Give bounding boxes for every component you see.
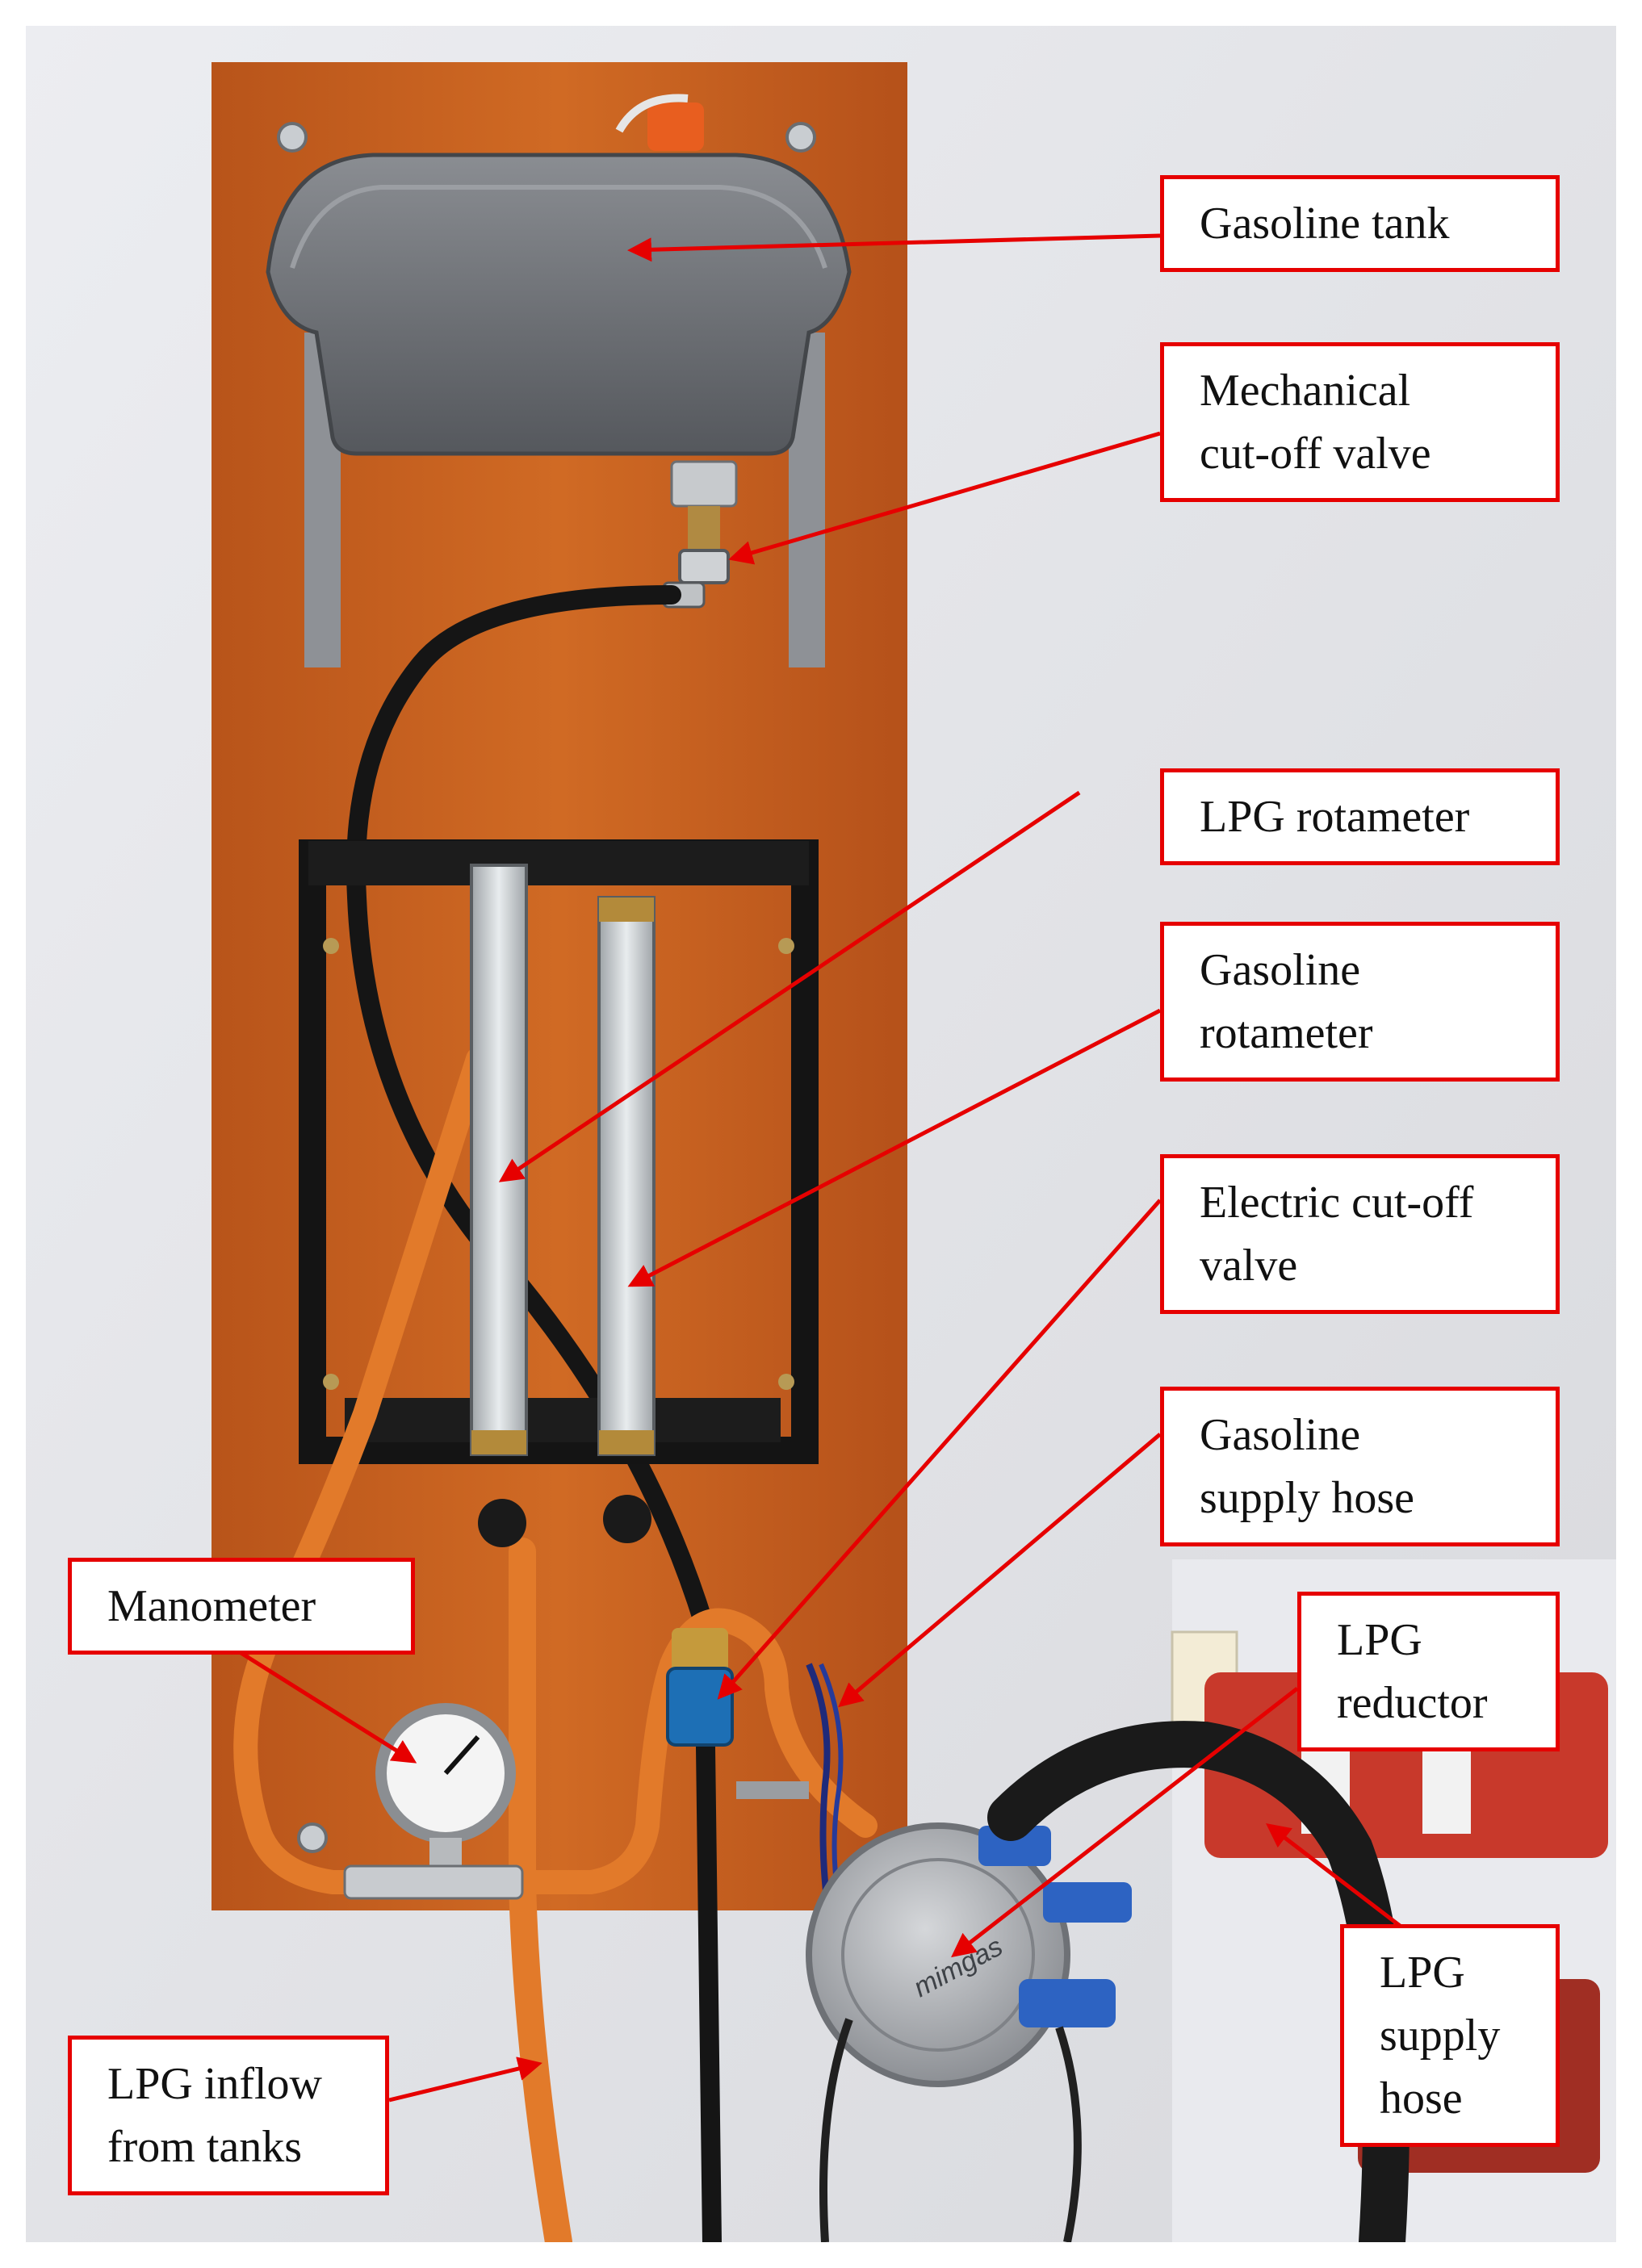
reductor-wire — [1055, 2026, 1082, 2242]
arrow-gasoline-tank — [627, 233, 1161, 262]
callout-text-line: hose — [1380, 2073, 1463, 2124]
lpg-rotameter-base — [471, 1430, 526, 1454]
callout-text: LPG rotameter — [1200, 792, 1470, 842]
callout-text-line: supply hose — [1200, 1473, 1414, 1523]
gasoline-rotameter-cap — [599, 898, 654, 922]
callout-text-line: rotameter — [1200, 1008, 1373, 1058]
frame-screw — [323, 938, 339, 954]
callout-text-line: LPG inflow — [107, 2059, 322, 2109]
mechanical-valve-body — [678, 549, 730, 584]
callout-lpg-reductor: LPG reductor — [1297, 1592, 1560, 1751]
arrow-gasoline-rotameter — [627, 1008, 1162, 1287]
lpg-hose-loop — [233, 1047, 878, 1894]
callout-text-line: LPG — [1380, 1948, 1465, 1998]
frame-screw — [778, 1374, 794, 1390]
screw — [785, 122, 816, 153]
screw — [297, 1822, 328, 1853]
callout-lpg-inflow: LPG inflow from tanks — [68, 2036, 389, 2195]
arrow-lpg-inflow — [388, 2057, 542, 2103]
callout-text: Manometer — [107, 1581, 316, 1631]
screw — [277, 122, 308, 153]
photo-frame: mimgas Gasoline tank Mechanical cut-off … — [26, 26, 1616, 2242]
tank-cap — [647, 103, 704, 151]
gasoline-rotameter-tube — [597, 896, 656, 1456]
callout-mechanical-cutoff-valve: Mechanical cut-off valve — [1160, 342, 1560, 502]
callout-gasoline-supply-hose: Gasoline supply hose — [1160, 1387, 1560, 1546]
callout-text-line: LPG — [1337, 1615, 1422, 1665]
callout-manometer: Manometer — [68, 1558, 415, 1655]
tank-outlet-fitting — [688, 506, 720, 550]
arrow-lpg-supply-hose — [1266, 1822, 1408, 1932]
callout-text-line: valve — [1200, 1241, 1298, 1291]
arrow-lpg-rotameter — [498, 790, 1081, 1182]
gasoline-rotameter-knob — [603, 1495, 651, 1543]
reductor-wire — [819, 2018, 853, 2242]
gasoline-tank — [266, 153, 852, 456]
arrow-mechanical-valve — [728, 431, 1161, 565]
manometer-needle — [443, 1735, 480, 1775]
arrow-manometer — [238, 1650, 417, 1764]
callout-electric-cutoff-valve: Electric cut-off valve — [1160, 1154, 1560, 1314]
callout-text-line: supply — [1380, 2011, 1501, 2061]
callout-text-line: reductor — [1337, 1678, 1488, 1728]
callout-text: Gasoline tank — [1200, 199, 1450, 249]
callout-text-line: Mechanical — [1200, 366, 1411, 416]
lpg-reductor — [806, 1822, 1070, 2087]
rotameter-frame-top — [308, 841, 809, 885]
callout-lpg-rotameter: LPG rotameter — [1160, 768, 1560, 865]
t-fitting — [343, 1864, 524, 1900]
annotation-arrows — [238, 233, 1408, 2103]
callout-text-line: Gasoline — [1200, 945, 1361, 995]
callout-gasoline-rotameter: Gasoline rotameter — [1160, 922, 1560, 1082]
arrow-electric-valve — [717, 1199, 1162, 1700]
reductor-bracket — [736, 1781, 809, 1799]
arrow-gasoline-hose — [838, 1433, 1162, 1708]
lpg-rotameter-knob — [478, 1499, 526, 1547]
reductor-blue-valve — [1019, 1979, 1116, 2027]
tank-outlet — [670, 460, 738, 508]
lpg-inflow-hose — [509, 1538, 572, 2242]
callout-text-line: Electric cut-off — [1200, 1178, 1474, 1228]
frame-screw — [778, 938, 794, 954]
tank-rim — [290, 185, 827, 269]
electric-valve-fitting — [672, 1628, 728, 1676]
frame-screw — [323, 1374, 339, 1390]
callout-text-line: from tanks — [107, 2122, 303, 2172]
gasoline-rotameter-base — [599, 1430, 654, 1454]
callout-gasoline-tank: Gasoline tank — [1160, 175, 1560, 272]
reductor-blue-fitting — [1043, 1882, 1132, 1923]
lpg-rotameter-tube — [470, 864, 528, 1456]
callout-text-line: cut-off valve — [1200, 429, 1431, 479]
tank-vent-tube — [615, 94, 689, 133]
electric-cutoff-valve — [666, 1667, 734, 1747]
arrow-lpg-reductor — [951, 1687, 1299, 1958]
callout-lpg-supply-hose: LPG supply hose — [1340, 1924, 1560, 2147]
reductor-cover-ring — [841, 1858, 1035, 2052]
rotameter-frame-bottom — [345, 1398, 781, 1442]
callout-text-line: Gasoline — [1200, 1410, 1361, 1460]
